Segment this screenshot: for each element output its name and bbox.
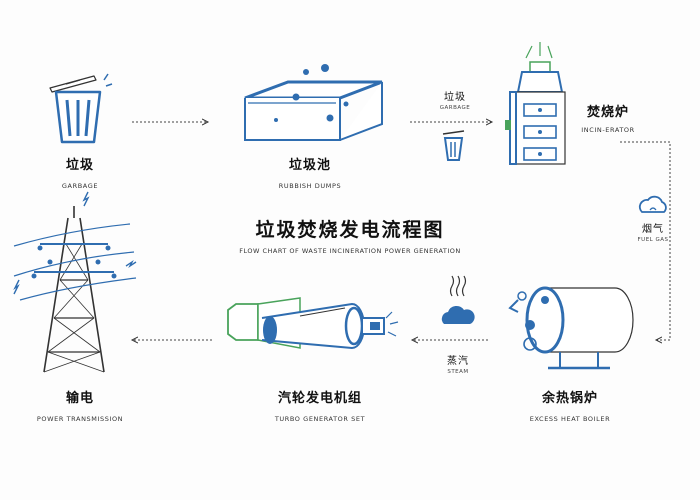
edge-label-fuel-gas-en: FUEL GAS xyxy=(637,237,669,243)
small-garbage-bin-icon xyxy=(442,130,465,161)
node-boiler-en: EXCESS HEAT BOILER xyxy=(529,415,611,423)
edge-label-garbage-cn: 垃圾 xyxy=(444,92,466,103)
power-tower-icon xyxy=(13,191,137,373)
node-garbage: 垃圾 GARBAGE xyxy=(30,154,130,190)
edge-label-steam-cn: 蒸汽 xyxy=(447,356,469,367)
node-power-cn: 输电 xyxy=(65,391,94,406)
edge-label-garbage: 垃圾 GARBAGE xyxy=(425,88,485,111)
edge-label-fuel-gas: 烟气 FUEL GAS xyxy=(628,220,678,243)
edge-label-steam-en: STEAM xyxy=(447,369,469,375)
boiler-icon xyxy=(508,286,634,370)
rubbish-dump-icon xyxy=(244,64,383,141)
node-incinerator-en: INCIN-ERATOR xyxy=(581,126,635,134)
node-rubbish-dumps: 垃圾池 RUBBISH DUMPS xyxy=(250,154,370,190)
edge-label-fuel-gas-cn: 烟气 xyxy=(642,224,664,235)
node-turbo: 汽轮发电机组 TURBO GENERATOR SET xyxy=(250,387,390,423)
steam-cloud-icon xyxy=(441,275,475,324)
chart-subtitle: FLOW CHART OF WASTE INCINERATION POWER G… xyxy=(239,247,461,255)
node-power-en: POWER TRANSMISSION xyxy=(36,415,124,423)
node-boiler-cn: 余热锅炉 xyxy=(541,391,598,406)
arrow-incinerator-to-boiler xyxy=(620,141,671,340)
node-incinerator: 焚烧炉 INCIN-ERATOR xyxy=(568,101,648,134)
node-turbo-cn: 汽轮发电机组 xyxy=(277,391,362,406)
node-rubbish-dumps-cn: 垃圾池 xyxy=(288,158,331,173)
node-turbo-en: TURBO GENERATOR SET xyxy=(274,415,366,423)
node-garbage-en: GARBAGE xyxy=(61,182,99,190)
node-boiler: 余热锅炉 EXCESS HEAT BOILER xyxy=(505,387,635,423)
garbage-bin-icon xyxy=(49,73,113,144)
fuel-gas-cloud-icon xyxy=(638,195,667,213)
chart-title: 垃圾焚烧发电流程图 xyxy=(255,219,445,241)
edge-label-steam: 蒸汽 STEAM xyxy=(428,352,488,375)
node-incinerator-cn: 焚烧炉 xyxy=(586,105,629,120)
node-power: 输电 POWER TRANSMISSION xyxy=(20,387,140,423)
turbo-generator-icon xyxy=(227,297,399,350)
node-rubbish-dumps-en: RUBBISH DUMPS xyxy=(278,182,342,190)
incinerator-icon xyxy=(505,42,566,165)
node-garbage-cn: 垃圾 xyxy=(65,158,94,173)
edge-label-garbage-en: GARBAGE xyxy=(439,105,471,111)
